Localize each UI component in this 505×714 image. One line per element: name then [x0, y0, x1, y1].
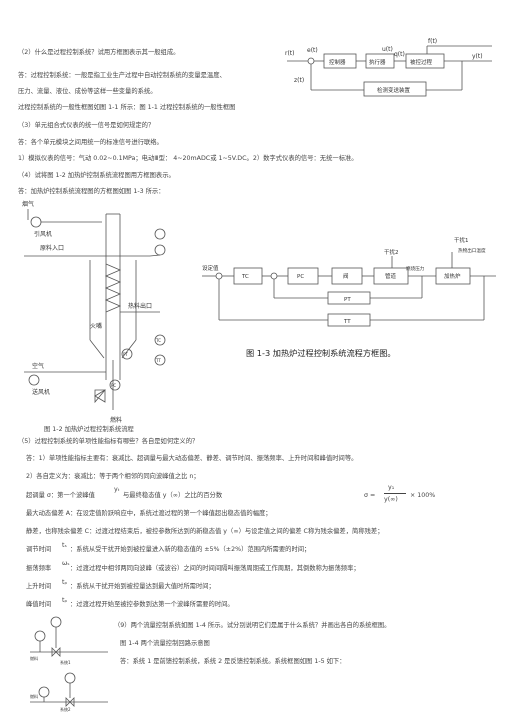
symbol-ts: tₛ [62, 542, 67, 549]
label-disturbance-1: 干扰1 [454, 236, 469, 244]
symbol-tr: tₚ [62, 579, 68, 586]
formula-sigma: σ = [364, 492, 376, 499]
answer-4: 答：加热炉控制系统流程图的方框图如图 1-3 所示： [18, 188, 165, 195]
answer-2-line3: 过程控制系统的一般性框图如图 1-1 所示：图 1-1 过程控制系统的一般性框图 [18, 104, 236, 111]
block-tc: TC [241, 274, 249, 280]
label-fuel-inlet: 原料入口 [40, 244, 64, 252]
label-blower: 送风机 [32, 388, 50, 396]
tag-tc: TC [155, 338, 161, 343]
signal-u: u(t) [382, 46, 393, 53]
block-process: 被控过程 [410, 58, 433, 66]
question-9: （9）两个流量控制系统如图 1-4 所示。试分别说明它们是属于什么系统？并画出各… [114, 622, 391, 629]
block-controller: 控制器 [329, 58, 346, 66]
signal-q: q(t) [394, 51, 405, 58]
answer-5-frequency-def: ：过渡过程中相邻两同向波峰（或波谷）之间的时间间隔叫振荡周期或工作周期，其倒数称… [70, 565, 360, 572]
block-furnace: 加热炉 [444, 272, 461, 280]
answer-2-line2: 压力、流量、液位、成份等这样一些变量的系统。 [18, 88, 157, 95]
answer-5-peak-def: ：过渡过程开始至被控参数到达第一个波峰所需要的时间。 [70, 601, 234, 608]
figure-1-3-block-diagram: 设定值 TC PC 阀 管道 加热炉 干扰2 干扰1 燃烧压力 热物出口温度 P… [202, 236, 496, 327]
block-pipe: 管道 [385, 272, 397, 280]
label-fan: 引风机 [34, 230, 52, 238]
answer-5-peak-label: 峰值时间 [26, 601, 52, 608]
label-air: 空气 [32, 362, 44, 370]
signal-f: f(t) [428, 38, 437, 45]
answer-5-overshoot-b: 与最终稳态值 y（∞）之比的百分数 [123, 492, 223, 499]
label-fuel-1: 燃料 [30, 655, 38, 661]
signal-z: z(t) [294, 77, 304, 84]
formula-denominator: y(∞) [384, 496, 398, 503]
tag-pc: PC [111, 383, 116, 388]
label-outlet-temp: 热物出口温度 [458, 247, 486, 254]
answer-5-static-error: 静差，也称残余偏差 C：过渡过程结束后，被控参数所达到的新稳态值 y（∞）与设定… [26, 528, 384, 535]
block-pt: PT [344, 297, 351, 303]
formula-numerator: y₁ [388, 484, 395, 491]
answer-5-settling-def: ：系统从受干扰开始到被控量进入新的稳态值的 ±5%（±2%）范围内所需要的时间； [70, 546, 311, 553]
answer-2-line1: 答：过程控制系统：一般是指工业生产过程中自动控制系统的变量是温度、 [18, 72, 226, 79]
label-disturbance-2: 干扰2 [384, 248, 399, 256]
answer-5-frequency-label: 振荡频率 [26, 565, 52, 572]
question-4: （4）试将图 1-2 加热炉控制系统流程图用方框图表示。 [18, 172, 175, 179]
figure-1-2-flow-diagram: 烟气 引风机 原料入口 热料出口 TC TT 火嘴 PT PC 空气 送风机 燃… [22, 200, 166, 424]
block-sensor: 检测变送装置 [377, 86, 411, 94]
block-actuator: 执行器 [369, 58, 386, 66]
label-burner: 火嘴 [90, 322, 102, 330]
answer-5-max-deviation: 最大动态偏差 A：在设定值阶跃响应中，系统过渡过程的第一个峰值超出稳态值的幅度； [26, 510, 272, 517]
figure-1-4-schematics: 燃料 系统1 燃料 系统2 [30, 616, 108, 712]
label-hot-outlet: 热料出口 [128, 302, 152, 310]
symbol-tp: tₚ [62, 597, 68, 604]
block-pc: PC [297, 274, 304, 280]
label-fuel: 燃料 [110, 416, 122, 424]
answer-3-line1: 答：各个单元模块之间用统一的标准信号进行联络。 [18, 139, 163, 146]
question-5: （5）过程控制系统的单项性能指标有哪些？各自是如何定义的？ [18, 438, 199, 445]
block-tt: TT [343, 319, 351, 325]
answer-5-rise-label: 上升时间 [26, 583, 52, 590]
question-3: （3）单元组合式仪表的统一信号是如何规定的？ [18, 122, 155, 129]
label-setpoint: 设定值 [202, 264, 219, 272]
label-system-1: 系统1 [60, 659, 71, 665]
formula-percent: × 100% [410, 492, 436, 499]
figure-1-2-caption: 图 1-2 加热炉过程控制系统流程 [44, 426, 134, 433]
figure-1-4-caption: 图 1-4 两个流量控制回路示意图 [120, 640, 210, 647]
symbol-y1: yₜ [114, 486, 120, 493]
symbol-omega: ωₛ [62, 560, 70, 567]
answer-5-line1: 答：1）单项性能指标主要有：衰减比、超调量与最大动态偏差、静差、调节时间、振荡频… [26, 455, 358, 462]
label-combustion-pressure: 燃烧压力 [406, 265, 425, 272]
answer-5-settling-label: 调节时间 [26, 546, 52, 553]
signal-e: e(t) [307, 47, 318, 54]
question-2: （2）什么是过程控制系统？试用方框图表示其一般组成。 [18, 49, 180, 56]
answer-9: 答：系统 1 是前馈控制系统，系统 2 是反馈控制系统。系统框图如图 1-5 如… [120, 658, 346, 665]
answer-5-overshoot: 超调量 σ：第一个波峰值 [26, 492, 95, 499]
answer-5-line2: 2）各自定义为：衰减比：等于两个相邻的同向波峰值之比 n； [26, 473, 200, 480]
answer-3-line2: 1）模拟仪表的信号：气动 0.02~0.1MPa；电动Ⅲ型： 4~20mADC或… [18, 155, 358, 162]
answer-5-rise-def: ：系统从干扰开始到被控量达到最大值时所需时间； [70, 583, 215, 590]
label-fuel-2: 燃料 [30, 693, 38, 699]
tag-tt: TT [155, 358, 161, 363]
label-smoke: 烟气 [22, 200, 34, 208]
figure-1-3-caption: 图 1-3 加热炉过程控制系统流程方框图。 [246, 348, 396, 358]
block-valve: 阀 [343, 272, 349, 280]
figure-1-1-block-diagram: r(t) e(t) u(t) q(t) f(t) y(t) z(t) 控制器 执… [285, 38, 492, 97]
tag-pt: PT [123, 352, 128, 357]
label-system-2: 系统2 [60, 706, 71, 712]
signal-r: r(t) [285, 50, 295, 57]
signal-y: y(t) [472, 53, 483, 60]
formula-fraction-bar [384, 493, 406, 494]
